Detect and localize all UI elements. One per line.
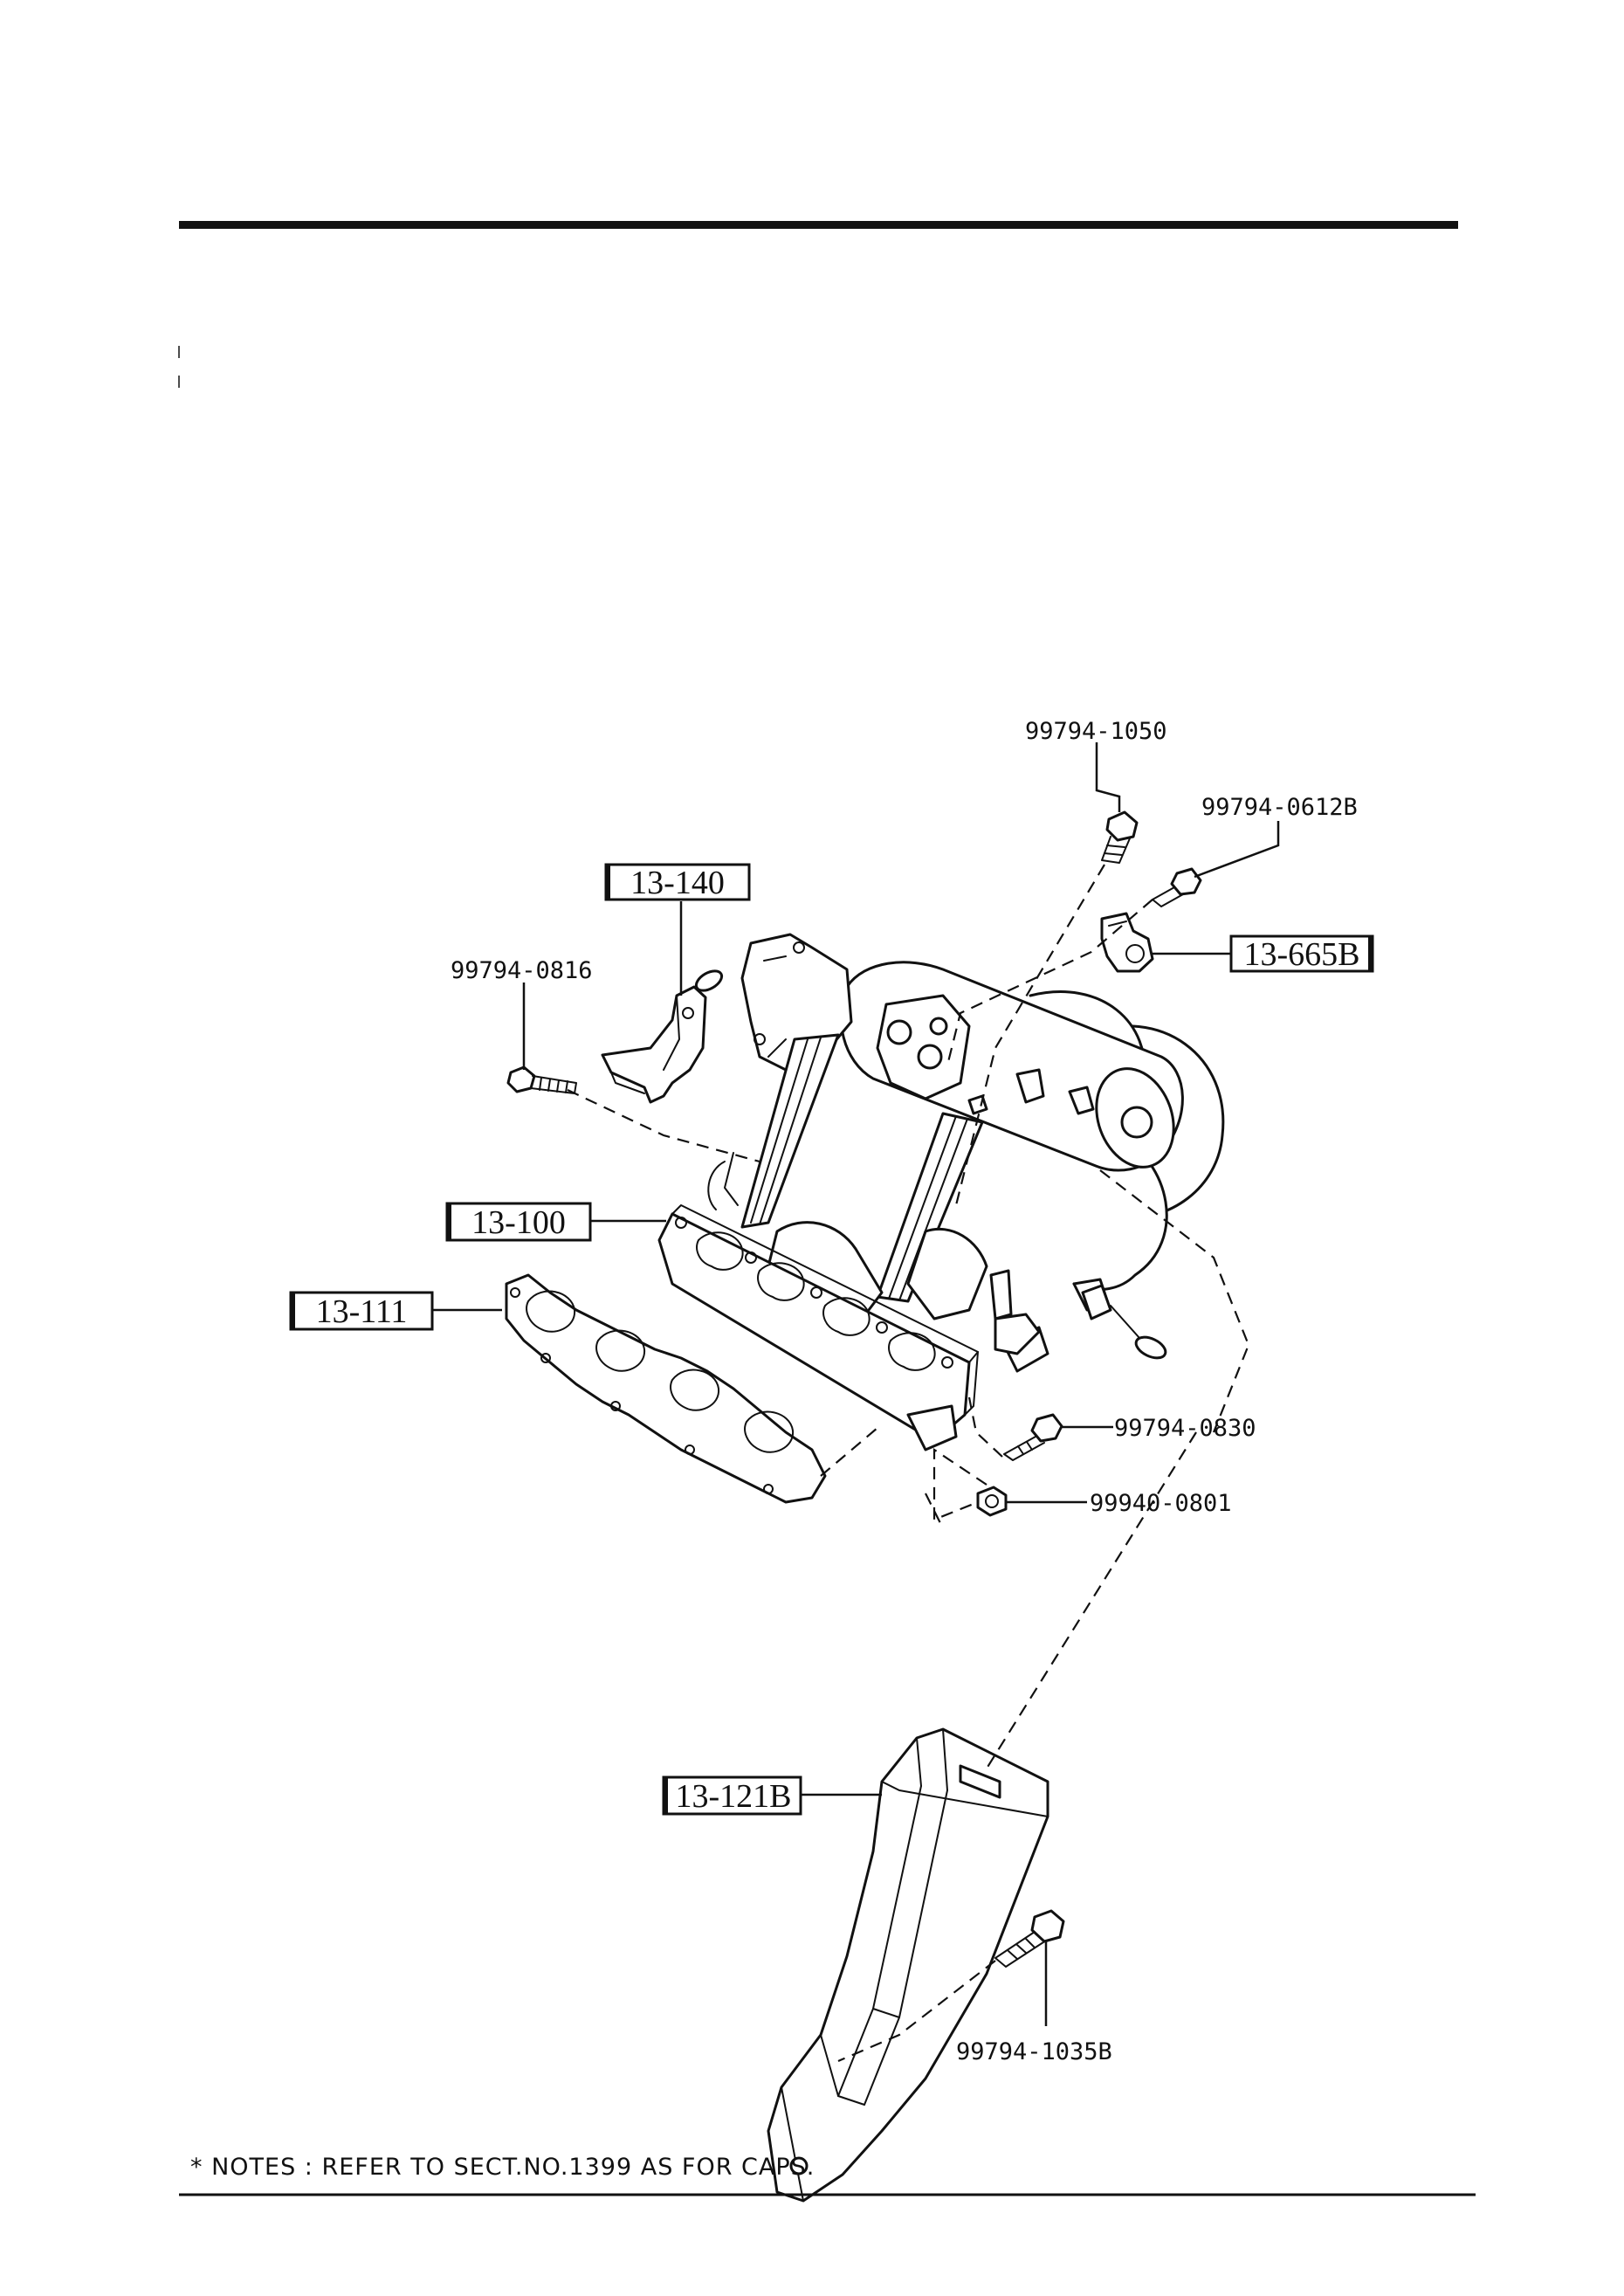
intake-bracket-13-140 [601, 985, 707, 1104]
bracket-plug [694, 969, 724, 992]
ref-box-13-100[interactable]: 13-100 [445, 1202, 592, 1242]
ref-box-13-665b[interactable]: 13-665B [1229, 934, 1374, 973]
label-99794-0830: 99794-0830 [1114, 1415, 1256, 1442]
ref-label-13-140: 13-140 [630, 865, 725, 901]
label-99940-0801: 99940-0801 [1090, 1490, 1232, 1517]
manifold-clip [994, 1313, 1041, 1355]
vacuum-fitting [1081, 1284, 1167, 1360]
nut-0801 [976, 1486, 1008, 1517]
label-99794-1035b: 99794-1035B [956, 2038, 1112, 2065]
bolt-0816 [506, 1065, 577, 1094]
bracket-13-665b [1100, 912, 1154, 973]
bolt-0612b [1152, 867, 1202, 907]
label-99794-0816: 99794-0816 [451, 957, 593, 984]
bolt-0830 [1003, 1413, 1063, 1461]
intake-manifold-13-100 [657, 933, 1225, 1451]
header-rule [179, 221, 1458, 229]
ref-label-13-121b: 13-121B [676, 1778, 792, 1815]
ref-box-13-140[interactable]: 13-140 [604, 863, 751, 901]
ref-label-13-111: 13-111 [316, 1293, 408, 1330]
intake-gasket-13-111 [505, 1273, 827, 1504]
assembly-lines [567, 864, 1250, 2063]
bolt-1050 [1101, 810, 1139, 864]
footer-note: * NOTES : REFER TO SECT.NO.1399 AS FOR C… [190, 2154, 815, 2181]
ref-box-13-121b[interactable]: 13-121B [662, 1775, 802, 1816]
leader-lines [432, 742, 1280, 2026]
ref-label-13-100: 13-100 [471, 1204, 566, 1241]
label-99794-1050: 99794-1050 [1025, 718, 1167, 745]
ref-label-13-665b: 13-665B [1244, 936, 1360, 973]
ref-box-13-111[interactable]: 13-111 [289, 1291, 434, 1331]
bolt-1035b [994, 1909, 1065, 1968]
label-99794-0612b: 99794-0612B [1201, 794, 1358, 821]
manifold-support-13-121b [767, 1727, 1049, 2203]
